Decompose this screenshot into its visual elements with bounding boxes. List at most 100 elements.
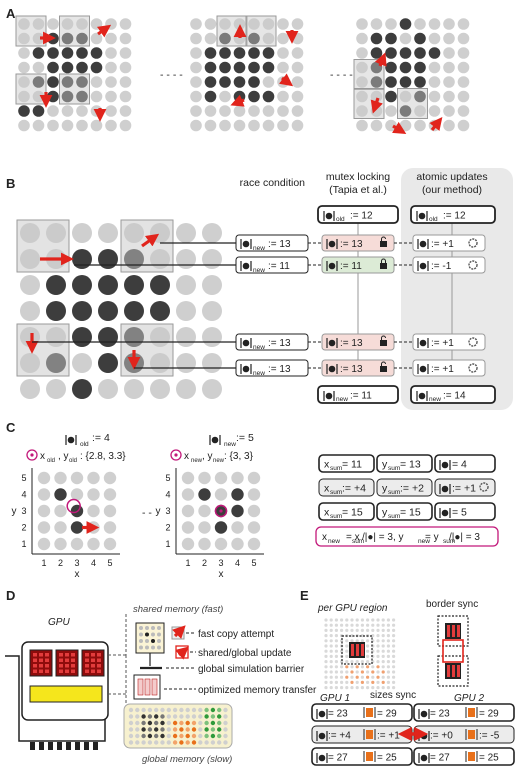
atomic-gear-icon [468,363,478,373]
grid1-cell [219,90,231,103]
grid0-cell [90,47,103,59]
grid1-cell [277,32,289,45]
c-right-cell [214,537,228,551]
c-right-cell [247,488,261,501]
global-cell [141,733,146,739]
c-right-y-label: y [156,506,161,517]
grid2-cell [356,119,368,132]
c-left-y-label: y [12,506,17,517]
sum-x-label: x [324,507,330,519]
c-right-title-symbol-dot [211,436,219,444]
b-grid-cell [72,223,92,243]
gpu2-orange-symbol [468,730,475,739]
gpu-memory [29,685,103,703]
grid1-cell [190,61,202,74]
c-right-cell [214,471,228,485]
region-cell [376,649,380,653]
global-cell [172,720,178,726]
region-cell [360,670,364,674]
region-cell [345,686,349,690]
global-cell [172,740,178,745]
grid1-cell [248,47,260,59]
grid2-cell [457,76,470,88]
region-cell [386,665,390,669]
grid2-cell [457,105,470,117]
region-cell [366,680,370,685]
region-cell [329,644,333,648]
region-cell [392,665,396,669]
gpu-chip-core [97,669,101,673]
grid2-lock-box [353,88,385,119]
grid0-cell [90,32,103,45]
gpu-chip-core [91,653,95,657]
global-cell [198,714,203,719]
global-cell [204,707,209,713]
region-cell [386,634,390,638]
region-cell [360,623,364,627]
shared-cell [139,626,143,630]
border-sync-bottom-chip-core [452,665,455,677]
region-cell [334,686,338,690]
c-right-cell [247,537,261,551]
gpu-chip-core [85,664,89,668]
sum-y-box [376,478,433,497]
gpu-chip-core [45,669,49,673]
c-right-x-tick: 3 [218,558,223,568]
c-left-cell [103,537,117,551]
sum-y-sub: sum [388,489,400,496]
global-cell [147,707,153,713]
gpu-chip-core [39,664,43,668]
global-cell [166,733,171,739]
global-cell [135,707,140,713]
c-right-cell [247,471,261,485]
c-right-y-tick: 4 [165,490,170,500]
c-left-y-tick: 1 [21,539,26,549]
region-cell [324,660,328,664]
global-memory-block [123,703,233,749]
shared-cell [157,632,161,637]
region-chip-core [361,644,364,656]
panel-letter-b: B [6,176,15,191]
sum-y-value: = 15 [400,507,421,519]
c-left-cell [37,537,51,551]
shared-cell [139,639,143,643]
region-cell [376,654,380,659]
gpu-chip-core [33,669,37,673]
gpu-chip-core [33,653,37,657]
region-cell [366,639,370,643]
grid1-cell [204,61,217,74]
grid2-cell [399,32,412,45]
region-cell [376,686,380,690]
gpu2-row-box [413,747,515,766]
grid2-cell [443,32,455,45]
region-cell [345,665,349,669]
sizes-sync-label: sizes sync [370,690,416,701]
grid1-move-arrow [230,94,245,107]
gpu1-orange-symbol [366,708,373,717]
region-cell [355,628,359,633]
c-right-cell [181,521,195,534]
grid0-cell [105,119,117,132]
race-row-sub: new [253,370,265,377]
grid0-cell [119,61,132,74]
global-cell [217,720,222,726]
b-grid-cell [176,327,196,347]
sum-x-sub: sum [330,489,342,496]
region-cell [366,660,370,664]
region-cell [376,665,380,669]
grid1-cell [262,18,275,30]
gpu-chip-core [39,658,43,662]
global-cell [179,714,184,719]
region-cell [386,654,390,659]
c-right-cell [231,471,244,485]
b-grid-cell [98,327,118,347]
grid1-cell [277,90,289,103]
global-cell [185,707,190,713]
region-cell [360,618,364,622]
global-cell [154,714,159,719]
gpu-chip-core [71,658,75,662]
c-right-cell [231,488,244,501]
region-cell [334,649,338,653]
region-cell [350,618,354,622]
c-left-cell [87,471,100,485]
